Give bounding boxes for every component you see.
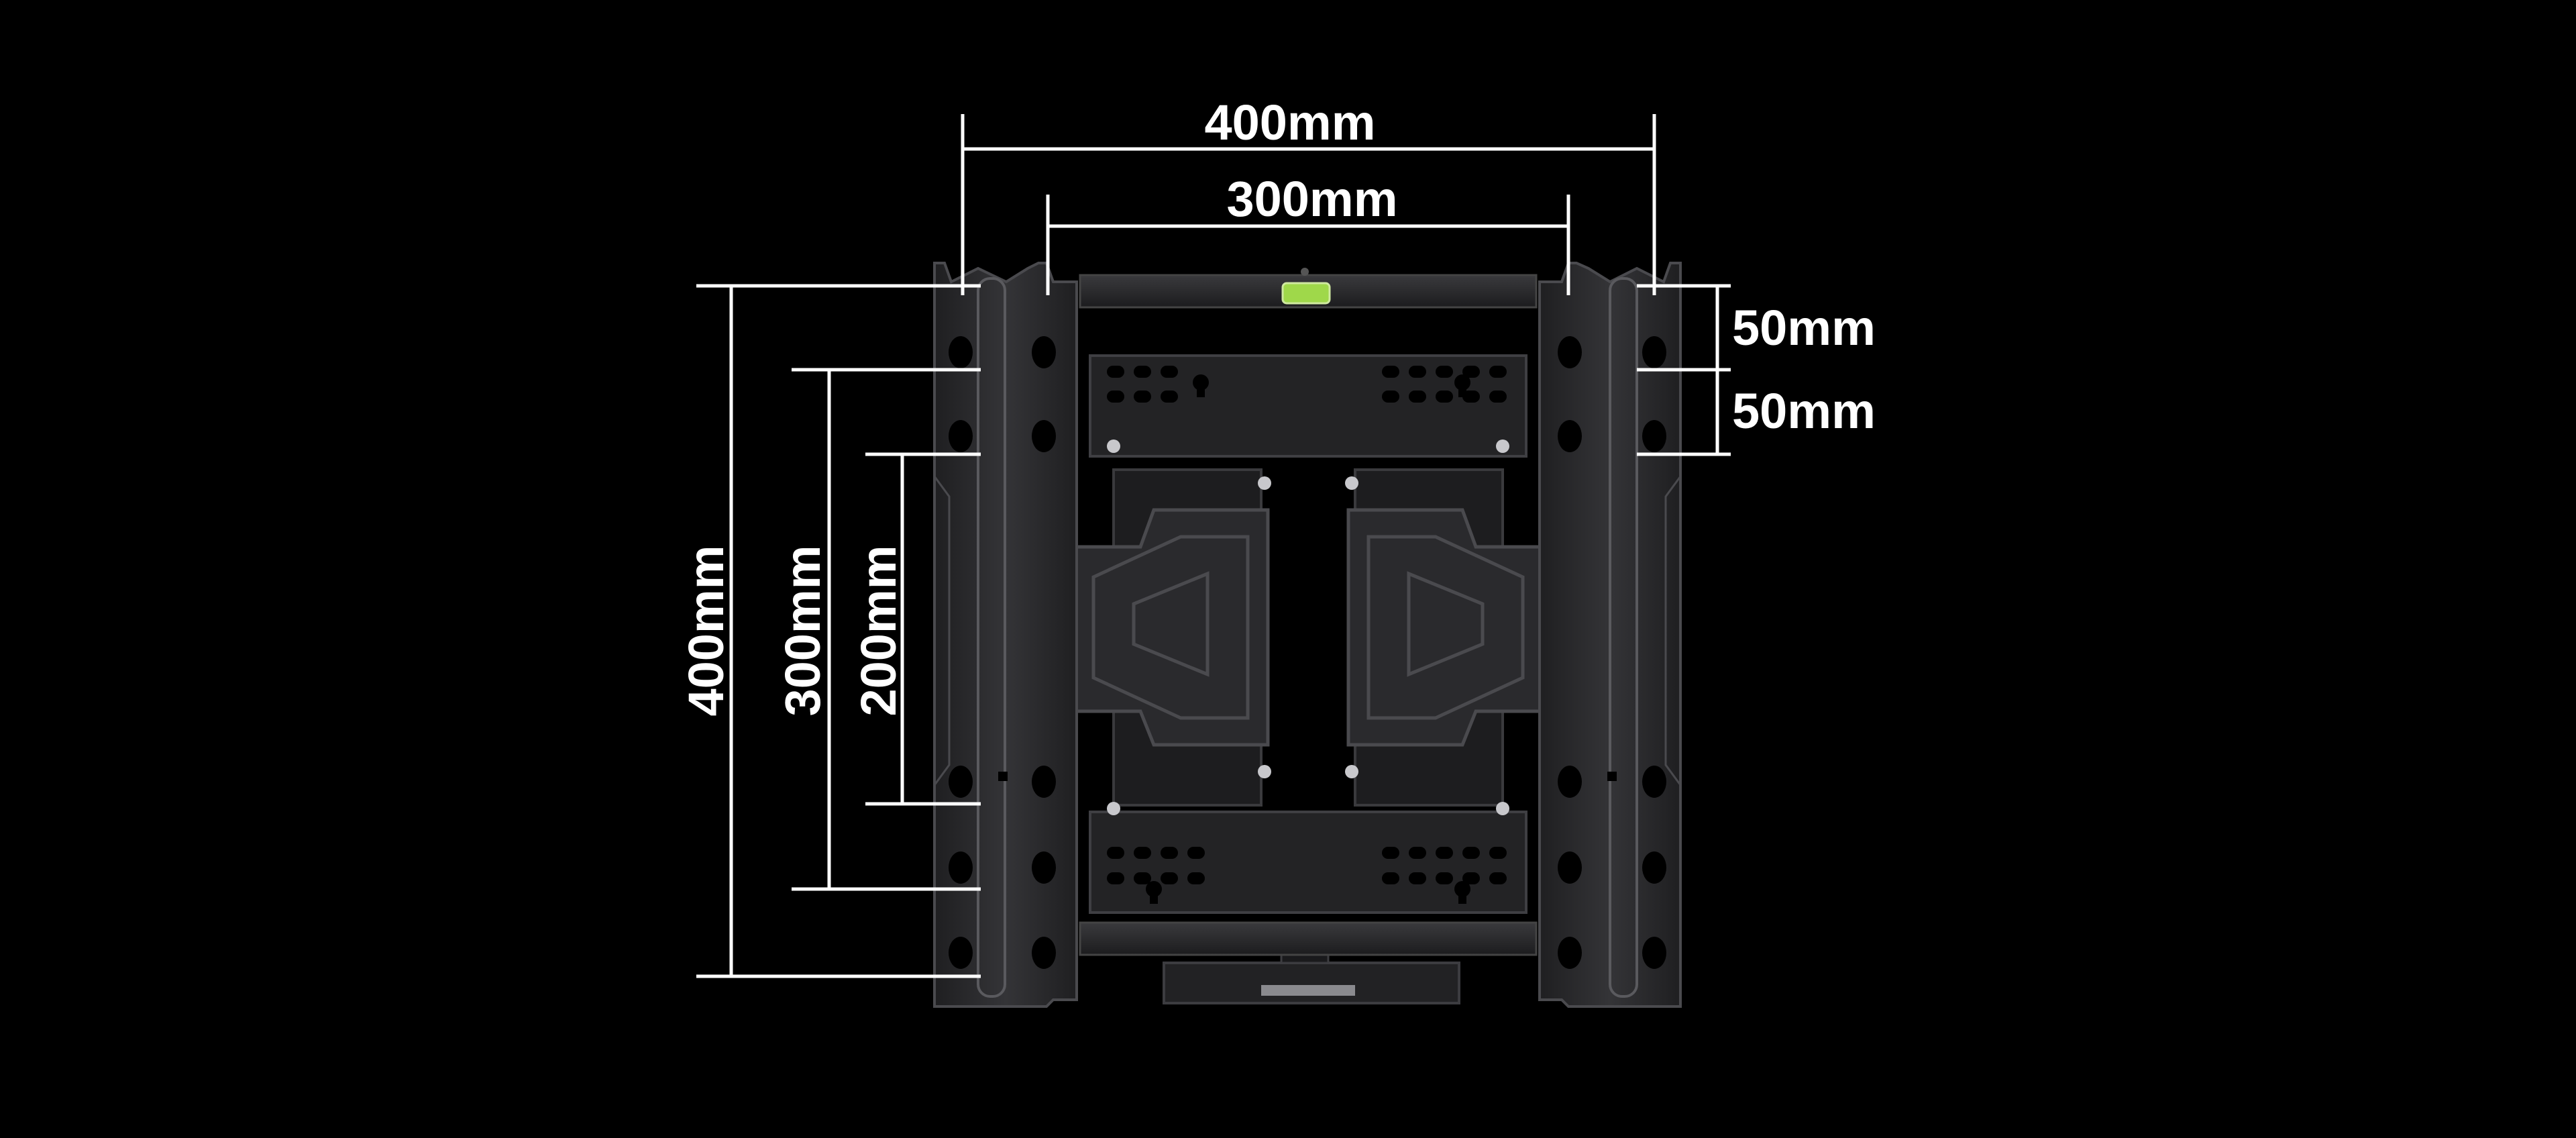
bottom-crossbar bbox=[1079, 921, 1538, 956]
top-crossbar bbox=[1079, 268, 1538, 309]
top-inner-label: 300mm bbox=[1226, 171, 1397, 227]
left-inner-label: 200mm bbox=[851, 545, 906, 716]
left-outer-label: 400mm bbox=[678, 545, 734, 716]
right-vertical-rail bbox=[1538, 262, 1682, 1008]
right-lower-label: 50mm bbox=[1732, 383, 1876, 439]
right-articulating-arm bbox=[1345, 439, 1572, 815]
bubble-level bbox=[1281, 282, 1331, 305]
lower-wall-plate bbox=[1089, 811, 1527, 914]
left-middle-label: 300mm bbox=[775, 545, 830, 716]
upper-wall-plate bbox=[1089, 354, 1527, 458]
left-vertical-rail bbox=[933, 262, 1078, 1008]
dimension-lines bbox=[696, 114, 1731, 978]
top-outer-label: 400mm bbox=[1204, 95, 1375, 150]
wall-mount-bracket bbox=[933, 262, 1682, 1008]
right-upper-label: 50mm bbox=[1732, 300, 1876, 356]
